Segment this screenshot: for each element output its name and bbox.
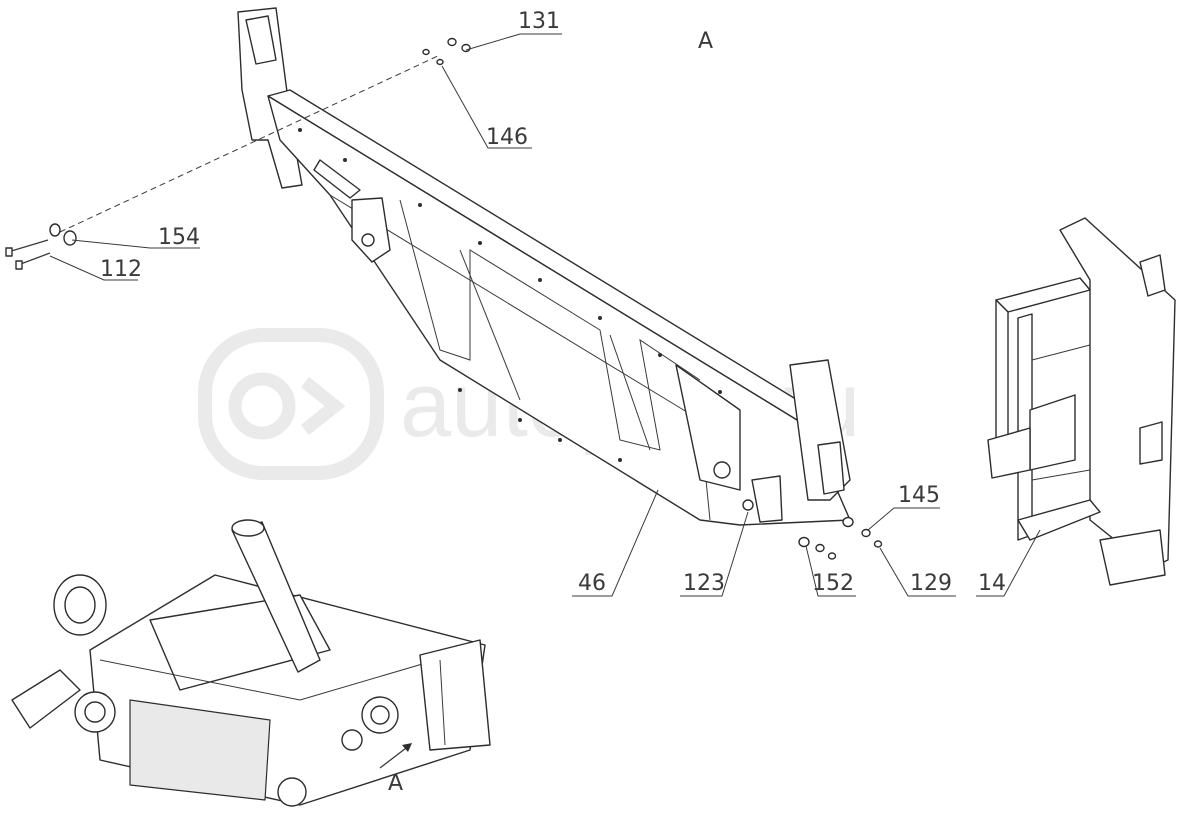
callout-leaders [49, 33, 1041, 597]
callout-129: 129 [910, 571, 952, 596]
callout-112: 112 [100, 257, 142, 282]
machine-overview [11, 519, 491, 807]
callout-152: 152 [812, 571, 854, 596]
callout-46: 46 [578, 571, 606, 596]
callout-145: 145 [898, 483, 940, 508]
view-arrow-label: A [388, 771, 403, 796]
callout-123: 123 [683, 571, 725, 596]
fasteners [5, 37, 883, 560]
side-frame [987, 217, 1176, 586]
callout-146: 146 [486, 125, 528, 150]
callout-14: 14 [978, 571, 1006, 596]
callout-131: 131 [518, 9, 560, 34]
view-label: A [698, 29, 713, 54]
callout-154: 154 [158, 225, 200, 250]
main-beam [237, 7, 851, 526]
